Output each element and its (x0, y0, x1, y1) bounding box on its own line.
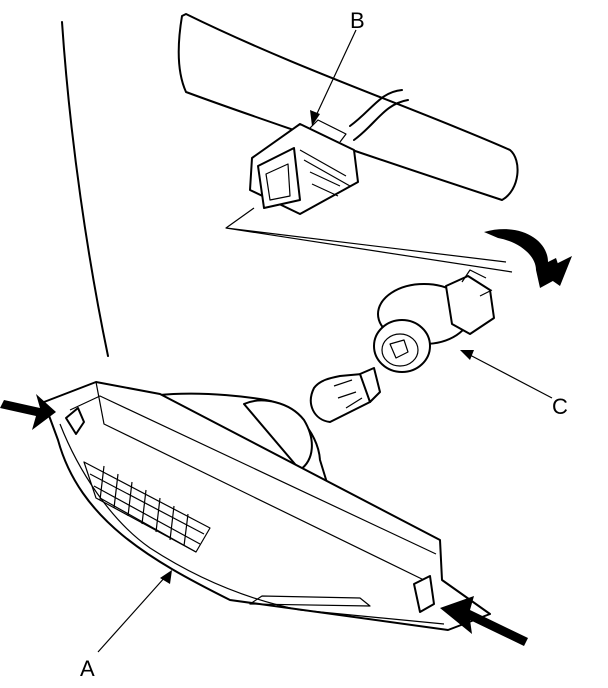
connector-icon (249, 119, 359, 215)
leader-b (313, 29, 357, 121)
backing-panel (177, 13, 519, 201)
leader-c (467, 353, 553, 399)
push-arrow-icon (0, 394, 528, 646)
socket-icon (373, 269, 495, 373)
leader-c-head (460, 350, 474, 360)
rotate-arrow-icon (484, 229, 572, 288)
callout-lines (225, 207, 513, 273)
label-c: C (552, 394, 568, 419)
label-a: A (80, 656, 95, 681)
harness-wire (349, 89, 409, 141)
leader-a (97, 575, 167, 653)
lens-grid (83, 461, 211, 553)
label-b: B (350, 8, 365, 33)
leader-a-head (160, 570, 172, 584)
bulb-icon (309, 367, 381, 423)
body-panel-edge (61, 21, 109, 357)
leader-b-head (310, 110, 320, 126)
side-marker-lamp-icon (43, 381, 491, 631)
